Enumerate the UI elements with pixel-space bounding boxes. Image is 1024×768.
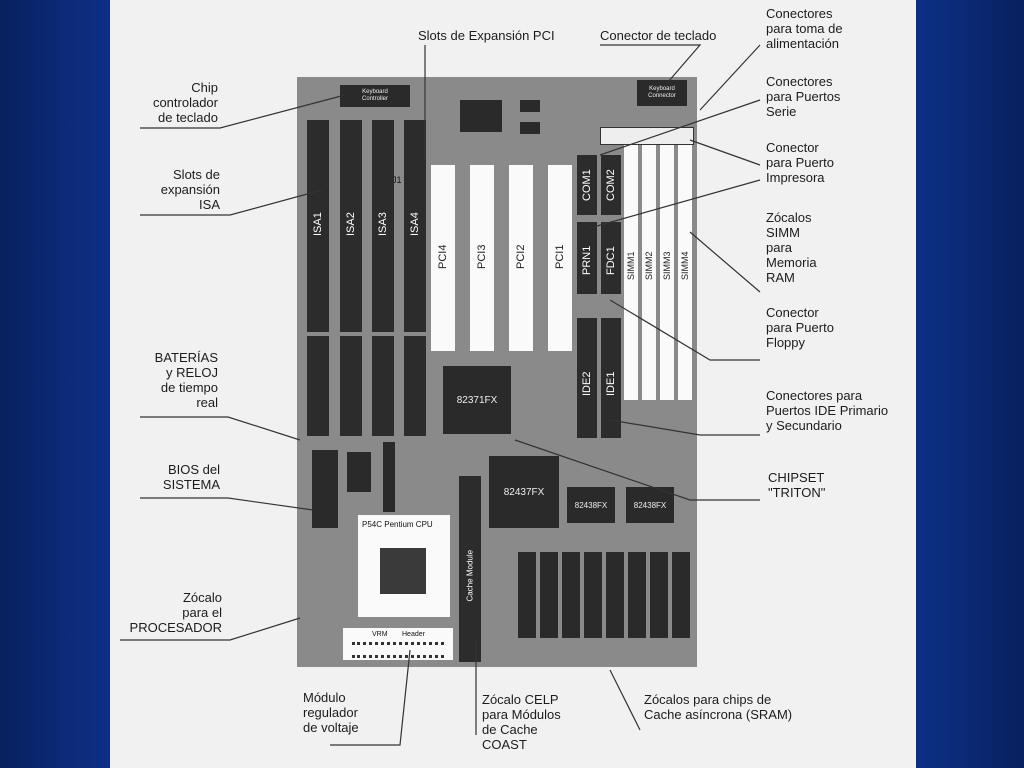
com1-connector xyxy=(577,155,597,215)
simm-socket-1 xyxy=(624,145,638,400)
label-bios: BIOS del SISTEMA xyxy=(162,462,220,492)
chip-82437fx: 82437FX xyxy=(489,456,559,528)
label-conector-impresora: Conector para Puerto Impresora xyxy=(766,140,834,185)
isa-slot-4 xyxy=(404,120,426,332)
sram-chip-3 xyxy=(562,552,580,638)
isa-slot-3 xyxy=(372,120,394,332)
sram-chip-7 xyxy=(650,552,668,638)
isa-slot-1-lower xyxy=(307,336,329,436)
right-blue-margin xyxy=(916,0,1024,768)
label-zocalos-sram: Zócalos para chips de Cache asíncrona (S… xyxy=(644,692,793,722)
battery-rtc-chip xyxy=(312,450,338,528)
sram-chip-4 xyxy=(584,552,602,638)
label-conector-teclado: Conector de teclado xyxy=(600,28,717,43)
sram-chip-1 xyxy=(518,552,536,638)
isa-slot-4-lower xyxy=(404,336,426,436)
celp-cache-slot xyxy=(459,476,481,662)
pci-slot-4 xyxy=(431,165,455,351)
ide1-connector xyxy=(601,318,621,438)
label-slots-pci: Slots de Expansión PCI xyxy=(418,28,555,43)
label-chip-controlador: Chip controlador de teclado xyxy=(152,80,218,125)
isa-slot-3-lower xyxy=(372,336,394,436)
chip-82438fx-a: 82438FX xyxy=(567,487,615,523)
chip-82371fx: 82371FX xyxy=(443,366,511,434)
label-conectores-ide: Conectores para Puertos IDE Primario y S… xyxy=(766,388,889,433)
sram-chip-5 xyxy=(606,552,624,638)
chip-82438fx-b: 82438FX xyxy=(626,487,674,523)
pci-slot-2 xyxy=(509,165,533,351)
label-conectores-serie: Conectores para Puertos Serie xyxy=(766,74,841,119)
small-chip-2 xyxy=(520,122,540,134)
label-slots-isa: Slots de expansión ISA xyxy=(160,167,220,212)
isa-slot-2-lower xyxy=(340,336,362,436)
label-modulo-regulador: Módulo regulador de voltaje xyxy=(303,690,359,735)
sram-chip-2 xyxy=(540,552,558,638)
cpu-chip xyxy=(380,548,426,594)
label-baterias: BATERÍAS y RELOJ de tiempo real xyxy=(154,350,218,410)
jumper-j1-label: J1 xyxy=(392,175,402,185)
fdc1-connector xyxy=(601,222,621,294)
pci-slot-3 xyxy=(470,165,494,351)
cpu-socket-label: P54C Pentium CPU xyxy=(362,520,433,529)
pci-slot-1 xyxy=(548,165,572,351)
vrm-label: VRM xyxy=(372,631,388,638)
prn1-connector xyxy=(577,222,597,294)
label-conector-floppy: Conector para Puerto Floppy xyxy=(766,305,834,350)
small-bios-component xyxy=(383,442,395,512)
label-chipset: CHIPSET "TRITON" xyxy=(768,470,826,500)
sram-chip-8 xyxy=(672,552,690,638)
isa-slot-1 xyxy=(307,120,329,332)
ide2-connector xyxy=(577,318,597,438)
simm-socket-2 xyxy=(642,145,656,400)
keyboard-controller-chip: Keyboard Controller xyxy=(340,85,410,107)
isa-slot-2 xyxy=(340,120,362,332)
label-zocalo-procesador: Zócalo para el PROCESADOR xyxy=(129,590,222,635)
left-blue-margin xyxy=(0,0,110,768)
sram-chip-6 xyxy=(628,552,646,638)
bios-chip xyxy=(347,452,371,492)
power-connector xyxy=(600,127,694,145)
label-zocalo-celp: Zócalo CELP para Módulos de Cache COAST xyxy=(482,692,561,752)
bios-chip-small xyxy=(460,100,502,132)
simm-socket-4 xyxy=(678,145,692,400)
label-conectores-alimentacion: Conectores para toma de alimentación xyxy=(766,6,843,51)
vrm-pins xyxy=(352,642,444,658)
keyboard-connector: Keyboard Connector xyxy=(637,80,687,106)
vrm-header-label: Header xyxy=(402,631,425,638)
small-chip-1 xyxy=(520,100,540,112)
com2-connector xyxy=(601,155,621,215)
label-zocalos-simm: Zócalos SIMM para Memoria RAM xyxy=(766,210,817,285)
